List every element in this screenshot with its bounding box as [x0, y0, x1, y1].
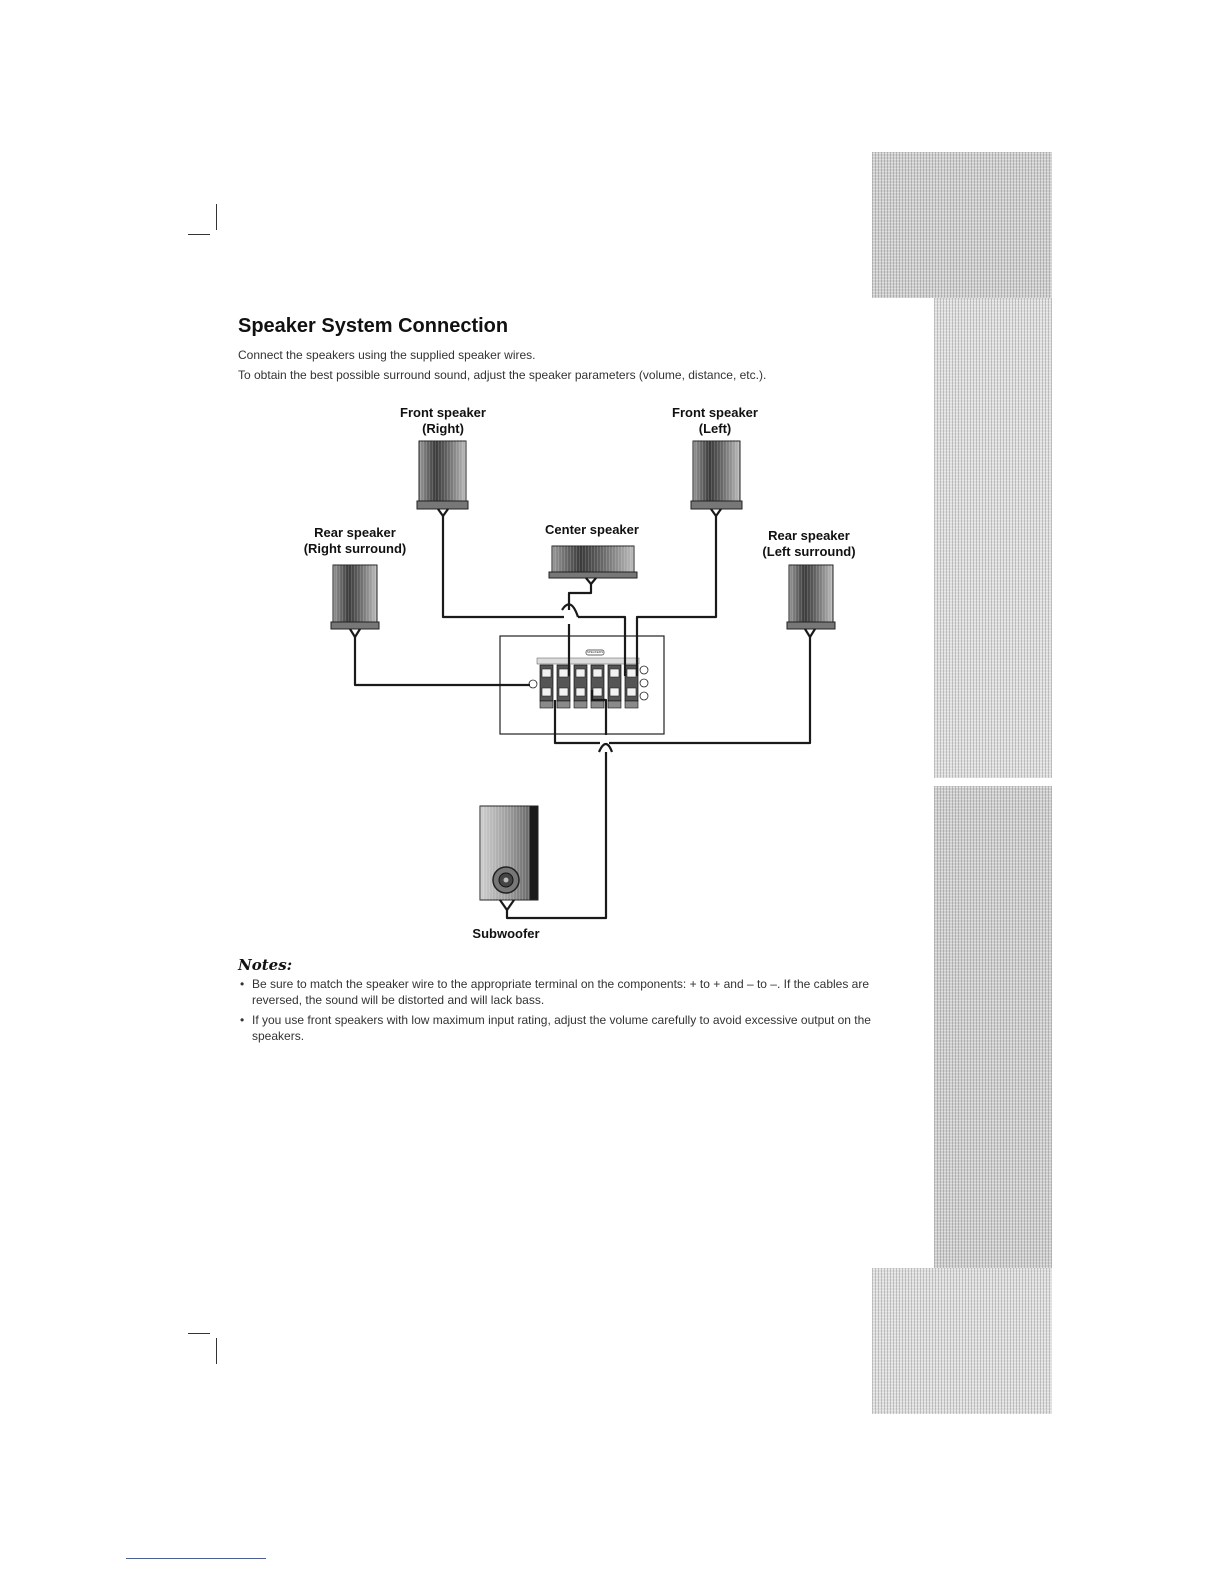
side-tab-bottom	[872, 1268, 1052, 1414]
front-right-speaker-label: Front speaker (Right)	[392, 405, 494, 437]
note-text-1: Be sure to match the speaker wire to the…	[252, 977, 870, 1007]
speaker-wires	[349, 508, 816, 920]
receiver-speaker-terminal-panel	[499, 635, 665, 735]
rear-left-label-line1: Rear speaker	[768, 528, 850, 543]
subwoofer	[479, 805, 539, 901]
crop-mark-top-vertical	[216, 204, 217, 230]
subwoofer-label: Subwoofer	[472, 926, 540, 941]
crop-mark-bottom-horizontal	[188, 1333, 210, 1334]
notes-list: •Be sure to match the speaker wire to th…	[238, 976, 918, 1048]
rear-right-label-line2: (Right surround)	[303, 541, 407, 556]
rear-left-label-line2: (Left surround)	[762, 544, 856, 559]
crop-mark-bottom-vertical	[216, 1338, 217, 1364]
note-item: •If you use front speakers with low maxi…	[240, 1013, 871, 1043]
rear-right-speaker-label: Rear speaker (Right surround)	[294, 525, 416, 557]
intro-line-2: To obtain the best possible surround sou…	[238, 368, 767, 382]
side-tab-lower	[934, 786, 1052, 1268]
crop-mark-top-horizontal	[188, 234, 210, 235]
rear-left-speaker-label: Rear speaker (Left surround)	[750, 528, 868, 560]
front-right-label-line1: Front speaker	[400, 405, 486, 420]
side-tab-middle	[934, 298, 1052, 778]
rear-left-speaker	[786, 564, 836, 630]
front-left-speaker	[690, 440, 743, 510]
front-left-speaker-label: Front speaker (Left)	[664, 405, 766, 437]
front-left-label-line1: Front speaker	[672, 405, 758, 420]
page-title: Speaker System Connection	[238, 315, 509, 337]
notes-title: Notes:	[238, 956, 293, 974]
rear-right-label-line1: Rear speaker	[314, 525, 396, 540]
speakers-panel-label: SPEAKERS	[586, 650, 604, 654]
front-right-speaker	[416, 440, 469, 510]
center-speaker-label: Center speaker	[545, 522, 639, 537]
note-item: •Be sure to match the speaker wire to th…	[240, 977, 870, 1007]
intro-line-1: Connect the speakers using the supplied …	[238, 348, 536, 362]
footer-rule	[126, 1558, 266, 1559]
note-text-2: If you use front speakers with low maxim…	[252, 1013, 871, 1043]
rear-right-speaker	[330, 564, 380, 630]
center-speaker	[548, 545, 638, 579]
front-right-label-line2: (Right)	[422, 421, 464, 436]
side-tab-top	[872, 152, 1052, 298]
front-left-label-line2: (Left)	[698, 421, 732, 436]
